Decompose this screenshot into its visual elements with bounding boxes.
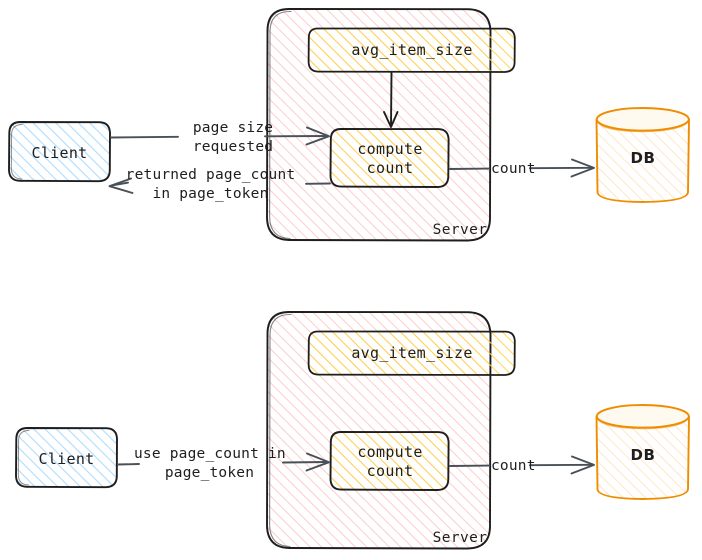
- edge-compute-to-client-top: [108, 177, 331, 194]
- avg-item-size-fill-top: [308, 28, 515, 73]
- client-sketch-top: [10, 124, 23, 180]
- client-sketch-bottom: [17, 430, 30, 486]
- compute-count-fill-top: [330, 129, 449, 187]
- db-body-fill-top: [596, 120, 689, 202]
- db-body-outline-bottom: [595, 415, 690, 500]
- compute-count-node-bottom[interactable]: [329, 431, 450, 491]
- client-node-bottom[interactable]: [15, 427, 118, 489]
- db-top-sketch-bottom: [597, 418, 688, 430]
- server-group-top-sketch: [269, 10, 292, 240]
- avg-item-size-fill-bottom: [308, 331, 515, 375]
- edge-client-to-compute-bottom: [117, 452, 330, 472]
- client-fill-bottom: [16, 428, 117, 488]
- db-body-outline-top: [595, 118, 690, 203]
- db-top-fill-bottom: [596, 405, 689, 428]
- edge-compute-to-db-top: [449, 158, 595, 178]
- db-node-top[interactable]: [595, 107, 690, 203]
- edge-avg-to-compute-top: [383, 71, 399, 128]
- avg-item-size-node-top[interactable]: [307, 27, 516, 73]
- server-group-top-outline: [266, 8, 492, 242]
- db-top-fill-top: [596, 108, 689, 131]
- compute-count-outline-top: [329, 128, 450, 188]
- db-top-sketch-top: [597, 121, 688, 133]
- edge-client-to-compute-top: [110, 126, 330, 146]
- client-node-top[interactable]: [8, 121, 111, 183]
- client-outline-bottom: [15, 427, 118, 489]
- compute-count-outline-bottom: [329, 431, 450, 491]
- db-body-fill-bottom: [596, 417, 689, 499]
- compute-count-node-top[interactable]: [329, 128, 450, 188]
- server-group-bottom-outline: [266, 311, 492, 550]
- avg-item-size-outline-top: [307, 27, 516, 73]
- avg-item-size-outline-bottom: [307, 330, 516, 376]
- server-group-bottom-sketch: [269, 313, 292, 548]
- compute-count-fill-bottom: [330, 432, 449, 490]
- edge-compute-to-db-bottom: [449, 455, 595, 475]
- db-top-ellipse-bottom: [595, 404, 690, 429]
- client-outline-top: [8, 121, 111, 183]
- avg-item-size-node-bottom[interactable]: [307, 330, 516, 376]
- db-node-bottom[interactable]: [595, 404, 690, 500]
- db-top-ellipse-top: [595, 107, 690, 132]
- client-fill-top: [9, 122, 110, 182]
